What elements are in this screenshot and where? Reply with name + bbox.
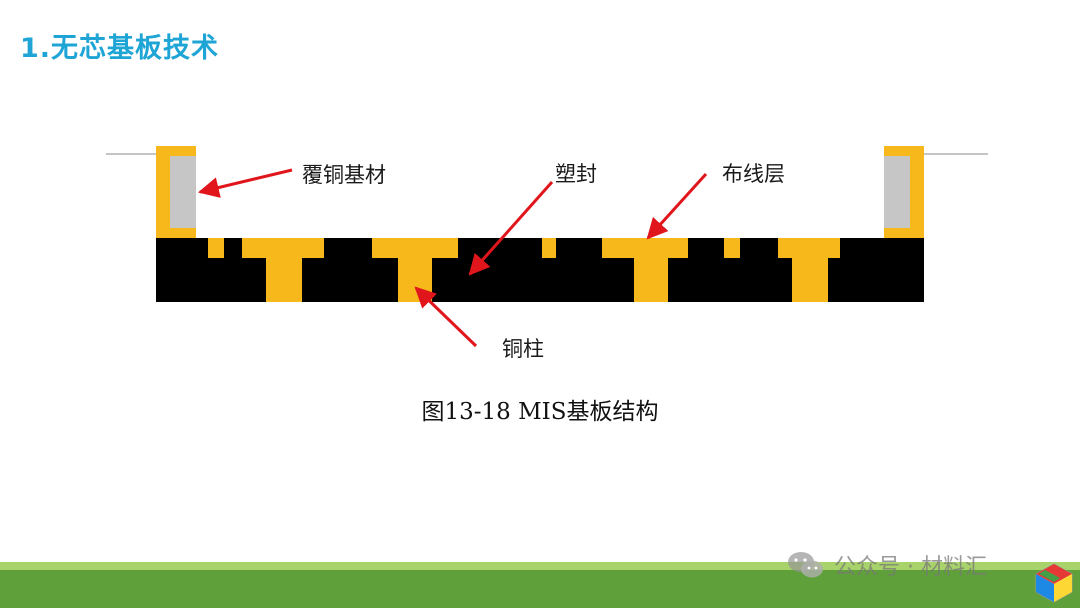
arrow-copper-pillar <box>414 286 478 348</box>
right-copper-clad-core <box>884 156 910 228</box>
footer-light-stripe <box>0 562 1080 570</box>
copper-pillar <box>266 238 302 302</box>
wechat-icon <box>788 552 823 578</box>
copper-pad <box>542 238 556 258</box>
copper-pad <box>208 238 224 258</box>
publisher-logo <box>1035 563 1073 602</box>
copper-pillar <box>792 238 828 302</box>
label-copper-pillar: 铜柱 <box>502 337 544 361</box>
copper-features <box>208 238 840 302</box>
arrow-mold <box>468 181 554 276</box>
label-mold: 塑封 <box>555 162 597 186</box>
label-wiring-layer: 布线层 <box>722 162 785 186</box>
arrow-copper-clad <box>197 168 293 198</box>
figure-caption: 图13-18 MIS基板结构 <box>421 399 659 425</box>
arrow-wiring-layer <box>646 172 708 240</box>
watermark-text: 公众号 · 材料汇 <box>834 555 987 580</box>
slide-title: 1.无芯基板技术 <box>20 33 220 64</box>
copper-pillar <box>634 238 668 302</box>
watermark: 公众号 · 材料汇 <box>786 548 987 582</box>
footer-bar <box>0 570 1080 608</box>
left-copper-clad-core <box>170 156 196 228</box>
copper-pad <box>724 238 740 258</box>
label-copper-clad: 覆铜基材 <box>302 163 386 187</box>
copper-pillar <box>398 238 432 302</box>
